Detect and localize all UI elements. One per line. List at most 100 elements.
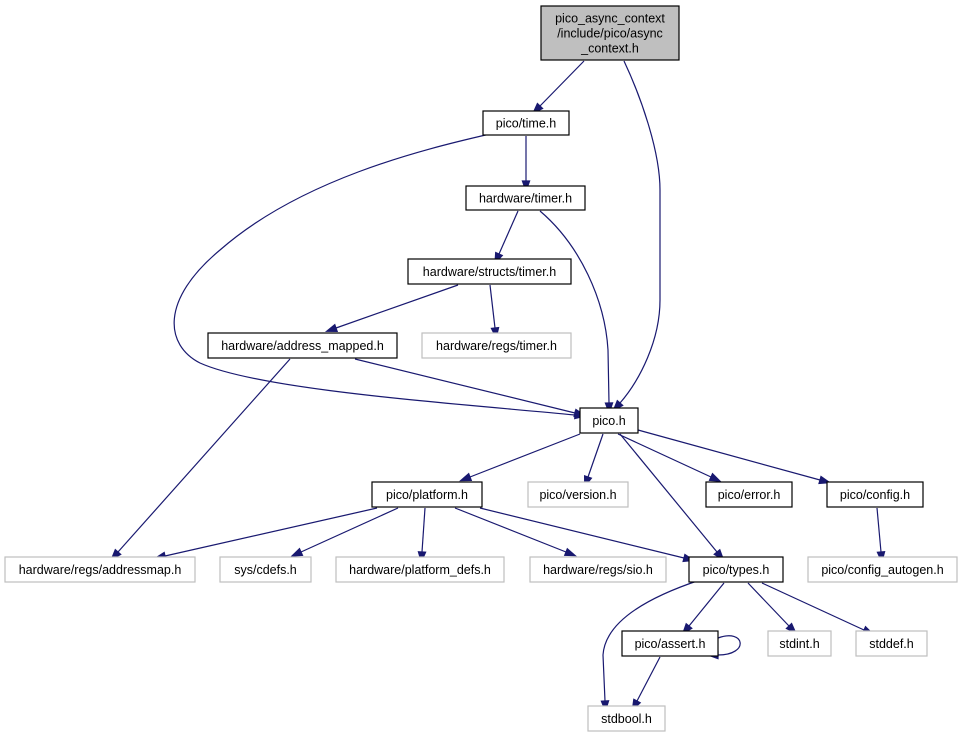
node-pico-h[interactable]: pico.h (579, 407, 639, 434)
node-box (855, 630, 928, 657)
edge-pico_types-to-stddef (761, 582, 875, 635)
edge-pico_types-to-pico_assert (681, 582, 725, 636)
node-label: sys/cdefs.h (234, 563, 297, 577)
edge-line (619, 60, 661, 404)
node-box (540, 5, 680, 61)
edge-line (539, 60, 585, 107)
edge-line (173, 133, 576, 416)
node-box (527, 481, 629, 508)
node-hw-regs-addressmap: hardware/regs/addressmap.h (4, 556, 196, 583)
edge-line (469, 433, 581, 478)
node-hw-regs-timer: hardware/regs/timer.h (421, 332, 572, 359)
node-box (335, 556, 505, 583)
edge-hw_structs_timer-to-hw_address_mapped (324, 284, 459, 333)
node-label: pico/types.h (703, 563, 770, 577)
edge-line (489, 284, 496, 329)
arrowhead (459, 472, 473, 482)
node-label: pico/time.h (496, 117, 556, 131)
edge-hw_address_mapped-to-hw_regs_addressmap (110, 358, 291, 561)
node-stdint: stdint.h (767, 630, 832, 657)
node-hw-regs-sio: hardware/regs/sio.h (529, 556, 667, 583)
edge-root-to-pico_h (612, 60, 661, 412)
edge-line (761, 582, 865, 631)
arrowhead (324, 323, 339, 333)
node-box (219, 556, 312, 583)
node-pico-assert[interactable]: pico/assert.h (621, 630, 719, 657)
node-sys-cdefs: sys/cdefs.h (219, 556, 312, 583)
edge-hw_timer-to-pico_h (539, 210, 614, 415)
edge-pico_time-to-hw_timer (521, 136, 531, 193)
edge-line (164, 507, 378, 557)
edge-pico_h-to-pico_error (617, 433, 722, 482)
node-box (529, 556, 667, 583)
node-box (482, 110, 570, 136)
node-label: hardware/regs/addressmap.h (19, 563, 182, 577)
node-hw-structs-timer[interactable]: hardware/structs/timer.h (407, 258, 572, 285)
edge-line (617, 433, 712, 478)
node-pico-time[interactable]: pico/time.h (482, 110, 570, 136)
node-box (4, 556, 196, 583)
node-label: pico/assert.h (635, 637, 706, 651)
node-stddef: stddef.h (855, 630, 928, 657)
edge-line (602, 579, 701, 702)
node-box (705, 481, 793, 508)
node-label: stddef.h (869, 637, 914, 651)
edge-hw_address_mapped-to-pico_h (354, 358, 587, 418)
node-pico-platform[interactable]: pico/platform.h (371, 481, 483, 508)
node-label: stdbool.h (601, 712, 652, 726)
node-label: hardware/timer.h (479, 192, 572, 206)
edge-pico_types-to-stdint (747, 582, 798, 635)
node-box (621, 630, 719, 657)
node-label: pico/platform.h (386, 488, 468, 502)
edge-pico_assert-to-stdbool (631, 656, 661, 712)
edge-line (479, 507, 685, 559)
edge-hw_timer-to-hw_structs_timer (494, 210, 519, 265)
edge-pico_h-to-pico_platform (459, 433, 581, 482)
node-box (807, 556, 958, 583)
node-label: pico_async_context (555, 12, 665, 26)
node-box (407, 258, 572, 285)
edge-line (498, 210, 519, 255)
edge-line (747, 582, 790, 627)
node-label: hardware/regs/timer.h (436, 339, 557, 353)
node-root[interactable]: pico_async_context/include/pico/async_co… (540, 5, 680, 61)
node-box (465, 185, 586, 211)
edge-line (454, 507, 567, 553)
node-label: stdint.h (779, 637, 819, 651)
node-pico-version: pico/version.h (527, 481, 629, 508)
node-pico-types[interactable]: pico/types.h (688, 556, 784, 583)
edge-line (335, 284, 459, 329)
node-label: hardware/address_mapped.h (221, 339, 384, 353)
node-hw-address-mapped[interactable]: hardware/address_mapped.h (207, 332, 398, 359)
edge-hw_structs_timer-to-hw_regs_timer (489, 284, 500, 340)
edge-line (539, 210, 610, 404)
node-label: pico/version.h (539, 488, 616, 502)
edge-line (117, 358, 291, 553)
edge-pico_platform-to-hw_platform_defs (417, 507, 427, 564)
node-pico-config[interactable]: pico/config.h (826, 481, 924, 508)
edge-line (717, 635, 741, 656)
node-box (207, 332, 398, 359)
edge-line (637, 429, 821, 481)
node-box (421, 332, 572, 359)
node-label: hardware/structs/timer.h (423, 265, 556, 279)
edge-pico_h-to-pico_version (583, 433, 604, 489)
node-label: hardware/regs/sio.h (543, 563, 653, 577)
edge-pico_platform-to-pico_types (479, 507, 696, 563)
node-box (826, 481, 924, 508)
edge-pico_platform-to-hw_regs_addressmap (153, 507, 378, 561)
arrowhead (290, 547, 304, 557)
edge-line (421, 507, 426, 553)
node-pico-config-autogen: pico/config_autogen.h (807, 556, 958, 583)
arrowhead (708, 472, 722, 482)
edge-line (354, 358, 576, 414)
node-stdbool: stdbool.h (587, 705, 666, 732)
node-pico-error[interactable]: pico/error.h (705, 481, 793, 508)
node-label: hardware/platform_defs.h (349, 563, 491, 577)
node-box (688, 556, 784, 583)
nodes-layer: pico_async_context/include/pico/async_co… (4, 5, 958, 732)
node-hw-timer[interactable]: hardware/timer.h (465, 185, 586, 211)
edge-line (587, 433, 604, 478)
node-label: pico.h (592, 414, 625, 428)
